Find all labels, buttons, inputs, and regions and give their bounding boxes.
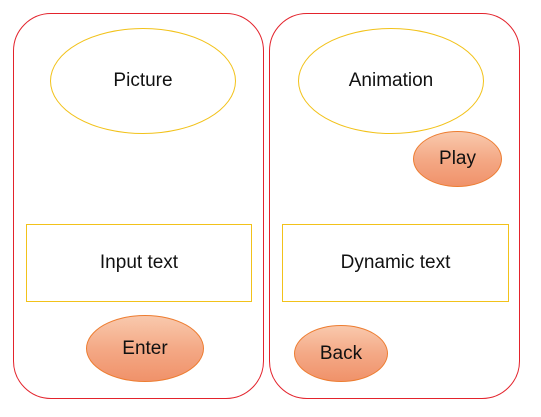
dynamic-text-label: Dynamic text	[340, 252, 451, 273]
back-button-label: Back	[319, 342, 363, 364]
input-text-label: Input text	[99, 252, 179, 273]
enter-button[interactable]: Enter	[86, 315, 204, 382]
picture-label: Picture	[113, 70, 173, 91]
picture-placeholder: Picture	[50, 28, 236, 134]
enter-button-label: Enter	[122, 337, 168, 359]
input-text-field[interactable]: Input text	[26, 224, 252, 302]
play-button[interactable]: Play	[413, 131, 502, 187]
dynamic-text-area: Dynamic text	[282, 224, 509, 302]
animation-placeholder: Animation	[298, 28, 484, 134]
screen-mockup-left: Picture Input text Enter	[13, 13, 264, 399]
screen-mockup-right: Animation Play Dynamic text Back	[269, 13, 520, 399]
play-button-label: Play	[439, 148, 476, 169]
back-button[interactable]: Back	[294, 325, 388, 382]
animation-label: Animation	[348, 70, 434, 91]
